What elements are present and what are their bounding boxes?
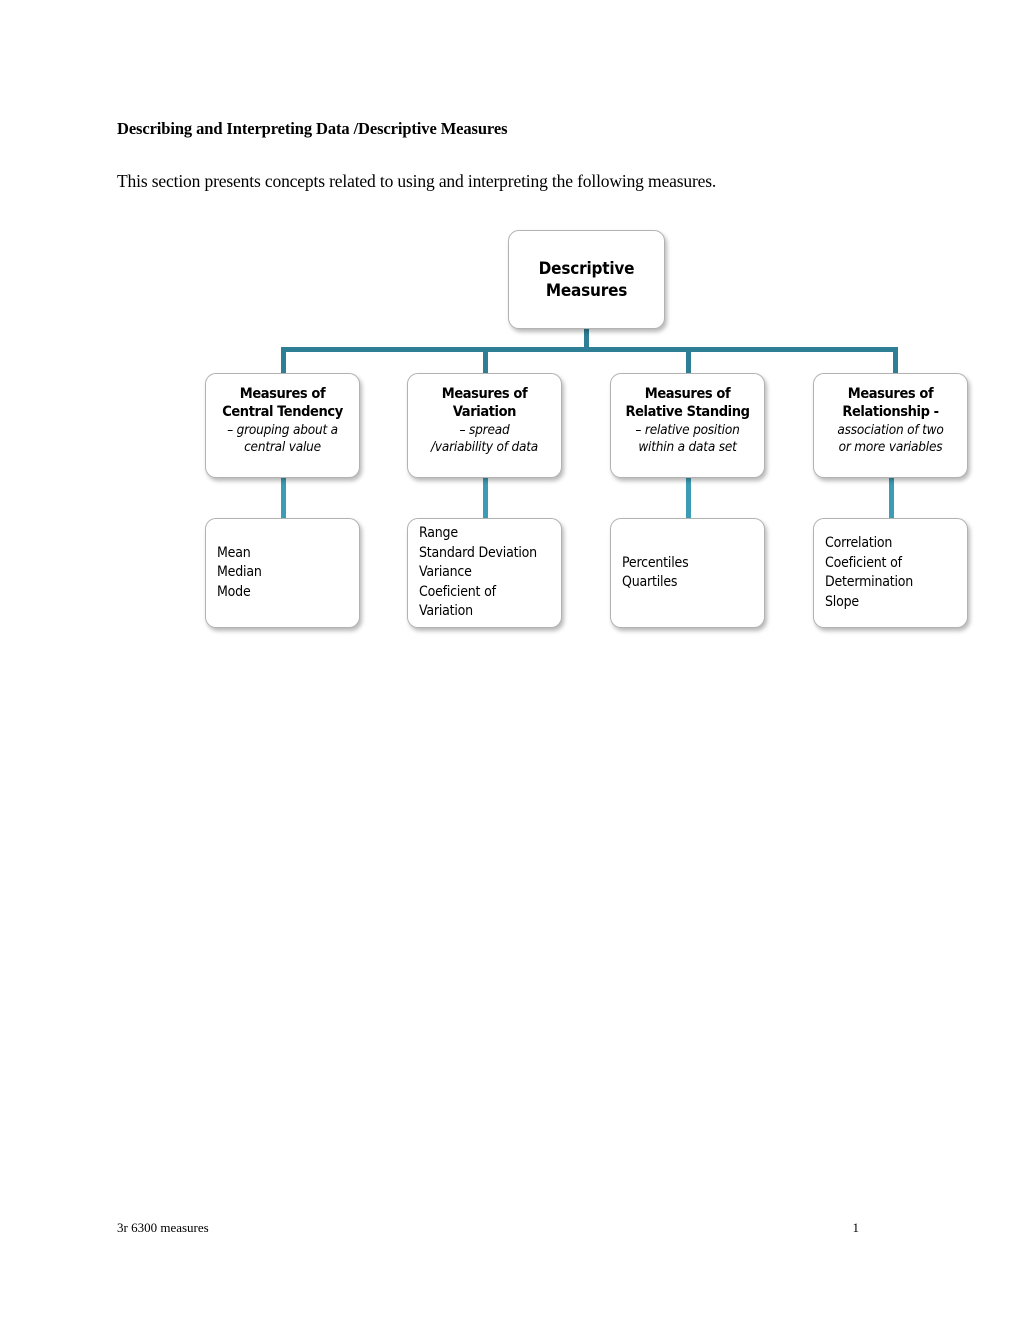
- node-root-title: Descriptive Measures: [538, 258, 635, 301]
- connector-drop-central-tendency: [281, 347, 286, 374]
- connector-link-variation: [483, 477, 488, 519]
- node-subtitle-relationship: association of two or more variables: [837, 422, 944, 455]
- node-measures-of-variation: Measures of Variation – spread /variabil…: [407, 373, 562, 478]
- connector-drop-variation: [483, 347, 488, 374]
- connector-drop-relative-standing: [686, 347, 691, 374]
- node-leaf-relative-standing-items: Percentiles Quartiles: [610, 518, 765, 628]
- node-leaf-variation-items: Range Standard Deviation Variance Coefic…: [407, 518, 562, 628]
- leaf-list-central-tendency: Mean Median Mode: [217, 544, 262, 600]
- node-title-relative-standing: Measures of Relative Standing: [625, 386, 750, 420]
- node-title-central-tendency: Measures of Central Tendency: [222, 386, 343, 420]
- footer-document-label: 3r 6300 measures: [117, 1220, 209, 1235]
- connector-drop-relationship: [893, 347, 898, 374]
- leaf-list-relationship: Correlation Coeficient of Determination …: [825, 535, 914, 610]
- node-title-variation: Measures of Variation: [441, 386, 528, 420]
- node-subtitle-variation: – spread /variability of data: [430, 422, 539, 455]
- node-subtitle-central-tendency: – grouping about a central value: [227, 422, 338, 455]
- node-title-relationship: Measures of Relationship -: [842, 386, 939, 420]
- leaf-list-variation: Range Standard Deviation Variance Coefic…: [419, 525, 537, 620]
- leaf-list-relative-standing: Percentiles Quartiles: [622, 554, 689, 591]
- connector-horizontal-bus: [281, 347, 898, 352]
- intro-paragraph: This section presents concepts related t…: [117, 171, 717, 191]
- connector-root-stem: [584, 328, 589, 350]
- page-title: Describing and Interpreting Data /Descri…: [117, 119, 508, 138]
- node-measures-of-relationship: Measures of Relationship - association o…: [813, 373, 968, 478]
- connector-link-relationship: [889, 477, 894, 519]
- node-measures-of-central-tendency: Measures of Central Tendency – grouping …: [205, 373, 360, 478]
- node-measures-of-relative-standing: Measures of Relative Standing – relative…: [610, 373, 765, 478]
- footer-page-number: 1: [852, 1220, 860, 1235]
- connector-link-central-tendency: [281, 477, 286, 519]
- node-root-descriptive-measures: Descriptive Measures: [508, 230, 665, 329]
- node-leaf-central-tendency-items: Mean Median Mode: [205, 518, 360, 628]
- node-leaf-relationship-items: Correlation Coeficient of Determination …: [813, 518, 968, 628]
- connector-link-relative-standing: [686, 477, 691, 519]
- page-footer: 3r 6300 measures 1: [117, 1220, 903, 1236]
- node-subtitle-relative-standing: – relative position within a data set: [635, 422, 740, 455]
